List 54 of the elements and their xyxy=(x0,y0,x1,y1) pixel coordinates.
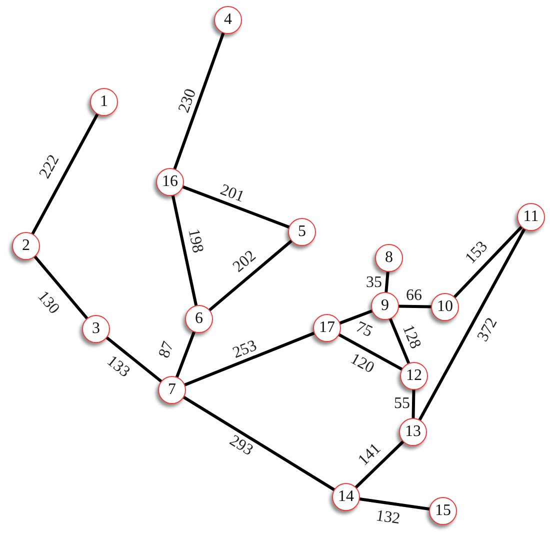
node-circle xyxy=(82,315,110,343)
edge-line xyxy=(182,185,290,229)
edge-line xyxy=(412,388,416,420)
node-circle xyxy=(375,244,403,272)
node-number: 7 xyxy=(168,382,176,398)
edge-line xyxy=(358,498,431,510)
node-number: 14 xyxy=(338,489,354,505)
node-number: 3 xyxy=(92,321,100,337)
node-number: 13 xyxy=(405,424,421,440)
edge-line xyxy=(388,317,410,365)
edge-line xyxy=(418,228,526,422)
edge-line xyxy=(338,309,374,325)
node-circle xyxy=(288,218,316,246)
node-circle xyxy=(429,497,457,525)
node-circle xyxy=(214,6,242,34)
node-number: 5 xyxy=(298,224,306,240)
node-number: 9 xyxy=(381,298,389,314)
edge-line xyxy=(184,332,316,386)
node-number: 15 xyxy=(435,503,451,519)
node-circle xyxy=(313,314,341,342)
edge-line xyxy=(173,32,225,170)
node-circle xyxy=(332,483,360,511)
edge-line xyxy=(105,336,163,383)
edge-line xyxy=(175,330,196,378)
node-number: 11 xyxy=(523,209,539,225)
node-number: 4 xyxy=(224,12,232,28)
node-circle xyxy=(399,418,427,446)
node-circle xyxy=(431,293,459,321)
edge-line xyxy=(34,255,88,320)
node-circle xyxy=(90,88,118,116)
edge-line xyxy=(182,396,336,492)
edge-line xyxy=(398,304,432,308)
edge-line xyxy=(453,226,523,298)
node-circle xyxy=(185,305,213,333)
edge-line xyxy=(338,333,404,371)
node-number: 17 xyxy=(319,320,335,336)
edge-line xyxy=(354,440,404,489)
node-circle xyxy=(156,168,184,196)
node-circle xyxy=(371,292,399,320)
node-number: 10 xyxy=(437,299,453,315)
node-circle xyxy=(12,232,40,260)
node-number: 12 xyxy=(406,368,422,384)
edge-line xyxy=(384,270,390,294)
node-circle xyxy=(158,376,186,404)
edge-line xyxy=(208,240,293,312)
node-circle xyxy=(517,203,545,231)
edge-line xyxy=(171,194,198,307)
node-number: 6 xyxy=(195,311,203,327)
node-circle xyxy=(400,362,428,390)
node-number: 2 xyxy=(22,238,30,254)
node-number: 1 xyxy=(100,94,108,110)
node-number: 8 xyxy=(385,250,393,266)
edge-line xyxy=(31,112,99,236)
node-number: 16 xyxy=(162,174,178,190)
